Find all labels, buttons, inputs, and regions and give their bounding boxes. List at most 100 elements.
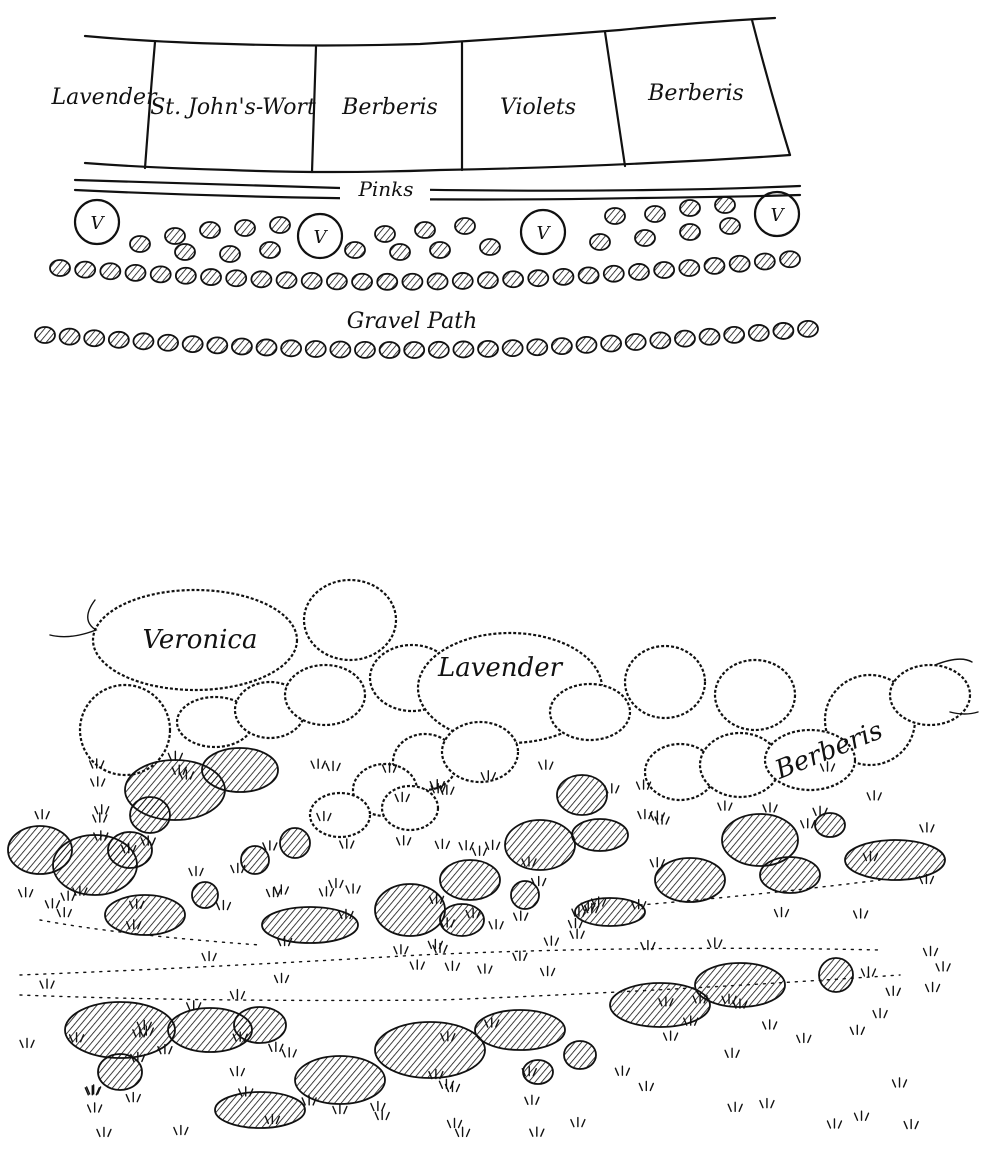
- grass-tuft: [867, 791, 881, 800]
- grass-tuft: [886, 986, 900, 995]
- grass-tuft: [439, 1079, 453, 1088]
- pink-plant: [720, 218, 740, 234]
- cell-label-st-johns-wort: St. John's-Wort: [150, 95, 316, 120]
- grass-tuft: [718, 801, 732, 810]
- grass-tuft: [282, 1048, 296, 1057]
- pink-plant: [635, 230, 655, 246]
- grass-tuft: [230, 990, 244, 999]
- bed-bottom-border: [85, 155, 790, 172]
- pink-plant: [645, 206, 665, 222]
- grass-tuft: [904, 1120, 918, 1129]
- pink-plant: [200, 222, 220, 238]
- grass-tuft: [827, 1119, 841, 1128]
- grass-tuft: [861, 967, 875, 976]
- grass-tuft: [532, 877, 546, 886]
- edging-stone: [277, 272, 297, 288]
- grass-tuft: [615, 1066, 629, 1075]
- grass-tuft: [605, 784, 619, 793]
- grass-tuft: [445, 961, 459, 970]
- edging-stone: [251, 271, 271, 287]
- edging-stone: [528, 270, 548, 286]
- pink-plant: [345, 242, 365, 258]
- grass-tuft: [97, 1127, 111, 1136]
- grass-tuft: [725, 1048, 739, 1057]
- grass-tuft: [93, 813, 107, 822]
- bed-plan: Lavender St. John's-Wort Berberis Violet…: [35, 18, 818, 358]
- pink-plant: [270, 217, 290, 233]
- grass-tuft: [763, 1020, 777, 1029]
- edging-stone: [700, 329, 720, 345]
- edging-stone: [453, 273, 473, 289]
- edging-stone: [60, 329, 80, 345]
- edging-stone: [207, 337, 227, 353]
- edging-stone: [724, 327, 744, 343]
- grass-tuft: [926, 982, 940, 991]
- pink-plant: [715, 197, 735, 213]
- grass-tuft: [20, 1038, 34, 1047]
- edging-stone: [503, 340, 523, 356]
- edging-stone: [75, 262, 95, 278]
- edging-stone: [327, 273, 347, 289]
- grass-tuft: [924, 946, 938, 955]
- grass-tuft: [275, 973, 289, 982]
- pinks-line-upper: [75, 180, 800, 191]
- grass-tuft: [333, 1105, 347, 1114]
- grass-tuft: [638, 810, 652, 819]
- cell-label-berberis-2: Berberis: [647, 81, 744, 106]
- edging-stone: [151, 266, 171, 282]
- grass-tuft: [340, 839, 354, 848]
- edging-stone: [780, 251, 800, 267]
- edging-stone: [629, 264, 649, 280]
- grass-tuft: [664, 1031, 678, 1040]
- edging-stone: [126, 265, 146, 281]
- edging-stone: [604, 266, 624, 282]
- grass-tuft: [375, 1110, 389, 1119]
- grass-tuft: [760, 1099, 774, 1108]
- violet-marker: V: [537, 223, 552, 244]
- hatched-shrubs: [8, 748, 945, 1128]
- path-edging-row-upper: [50, 251, 800, 290]
- grass-tuft: [541, 967, 555, 976]
- grass-tuft: [45, 899, 59, 908]
- edging-stone: [176, 268, 196, 284]
- grass-tuft: [267, 888, 281, 897]
- edging-stone: [133, 333, 153, 349]
- edging-stone: [158, 335, 178, 351]
- edging-stone: [183, 336, 203, 352]
- grass-tuft: [486, 840, 500, 849]
- pink-plant: [375, 226, 395, 242]
- cell-divider-4: [605, 32, 625, 166]
- edging-stone: [302, 273, 322, 289]
- edging-stone: [453, 341, 473, 357]
- grass-tuft: [873, 1009, 887, 1018]
- edging-stone: [404, 342, 424, 358]
- cell-label-berberis-1: Berberis: [341, 95, 438, 120]
- edging-stone: [257, 339, 277, 355]
- grass-tuft: [40, 979, 54, 988]
- pink-plant: [680, 200, 700, 216]
- grass-tuft: [394, 945, 408, 954]
- edging-stone: [35, 327, 55, 343]
- edging-stone: [50, 260, 70, 276]
- pink-plant: [605, 208, 625, 224]
- pinks-label: Pinks: [357, 177, 413, 201]
- grass-tuft: [571, 1118, 585, 1127]
- grass-tuft: [397, 836, 411, 845]
- grass-tuft: [489, 920, 503, 929]
- grass-tuft: [801, 819, 815, 828]
- grass-tuft: [61, 891, 75, 900]
- grass-tuft: [514, 911, 528, 920]
- pink-plant: [455, 218, 475, 234]
- pink-plant: [220, 246, 240, 262]
- edging-stone: [402, 274, 422, 290]
- pink-plant: [260, 242, 280, 258]
- edging-stone: [478, 341, 498, 357]
- veronica-label: Veronica: [143, 625, 258, 655]
- edging-stone: [576, 337, 596, 353]
- edging-stone: [352, 274, 372, 290]
- grass-tuft: [326, 761, 340, 770]
- grass-tuft: [187, 1001, 201, 1010]
- pink-plant: [390, 244, 410, 260]
- grass-tuft: [456, 1127, 470, 1136]
